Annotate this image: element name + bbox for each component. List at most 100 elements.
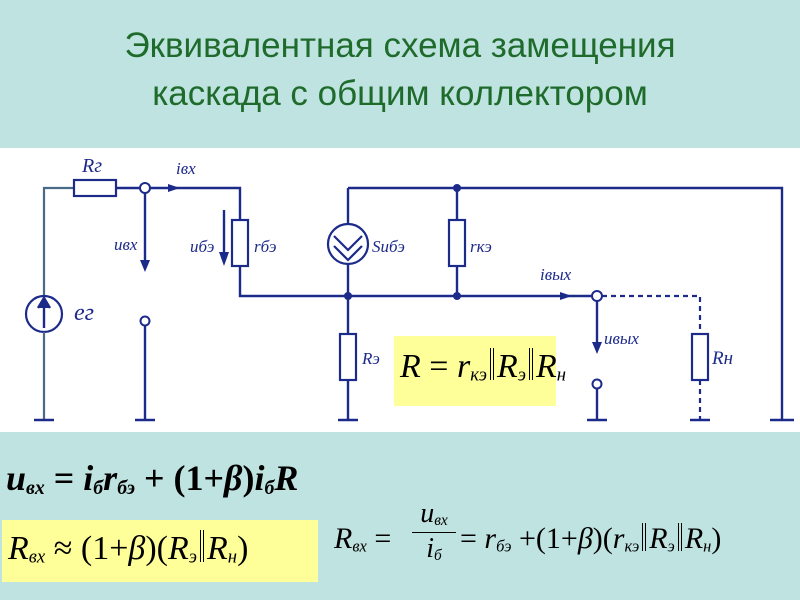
uvx-i1: i (83, 458, 94, 498)
rvx-a-close2: ) (237, 530, 249, 567)
label-ivyx: iвых (540, 265, 572, 284)
wire-source-top (42, 186, 74, 333)
input-terminal-top (139, 182, 151, 194)
uvx-u: u (6, 458, 27, 498)
r-re: R (496, 348, 518, 385)
rvx-f-r2: r (612, 522, 625, 555)
uvx-eq: = (53, 458, 75, 498)
rvx-f-R1-sub: э (667, 536, 675, 556)
label-re: Rэ (361, 349, 380, 368)
rvx-f-close1: )( (592, 522, 613, 555)
circuit-svg: Rг eг iвх uвх uбэ rбэ Suбэ rкэ iвых Rэ u… (24, 155, 794, 422)
uvx-i2: i (254, 458, 265, 498)
rvx-a-paren1: (1+ (80, 530, 129, 567)
rvx-a-approx: ≈ (53, 530, 73, 567)
output-terminal-top (591, 290, 603, 302)
uvx-close: ) (242, 458, 255, 498)
label-eg: eг (74, 300, 94, 326)
rvx-f-R-sub: вх (352, 536, 367, 556)
label-uvx: uвх (114, 235, 138, 254)
rvx-f-R2-sub: н (703, 536, 712, 556)
rvx-f-den-sub: б (434, 547, 442, 565)
sube-arrows (333, 235, 363, 262)
rvx-a-R1-sub: э (188, 546, 197, 568)
rvx-f-denominator: iб (412, 533, 456, 565)
rvx-f-eq1: = (374, 522, 392, 555)
rvx-f-numerator: uвх (412, 498, 456, 534)
parallel-bar (200, 530, 204, 563)
title-line-1: Эквивалентная схема замещения (124, 26, 676, 65)
ivx-arrow (168, 184, 180, 192)
rvx-f-R2: R (684, 522, 704, 555)
rvx-f-R: R (334, 522, 353, 555)
rn-resistor (690, 332, 710, 382)
r-rn-sub: н (556, 364, 567, 386)
rvx-a-R2: R (207, 530, 228, 567)
rvx-f-plus: + (518, 522, 536, 555)
ube-arrow-head (219, 252, 229, 266)
rvx-f-fraction: uвх iб (412, 498, 456, 565)
label-sube: Suбэ (372, 237, 405, 256)
re-resistor (338, 332, 358, 382)
rvx-a-beta: β (128, 530, 146, 567)
rvx-f-num: u (420, 498, 435, 529)
r-rke: r (456, 348, 471, 385)
uvx-beta: β (224, 458, 243, 498)
rvx-f-close2: ) (711, 522, 722, 555)
uvyx-arrow-head (592, 342, 602, 354)
label-ube: uбэ (190, 237, 214, 256)
parallel-bar (642, 522, 647, 551)
uvx-i2-sub: б (264, 476, 275, 499)
rvx-f-r-sub: бэ (496, 536, 512, 556)
uvx-R: R (274, 458, 299, 498)
rvx-a-R1: R (167, 530, 189, 567)
label-rbe: rбэ (254, 237, 276, 256)
ivyx-arrow (560, 292, 572, 300)
rvx-a-R-sub: вх (28, 546, 46, 568)
rbe-resistor (230, 218, 250, 268)
r-eq: = (429, 348, 449, 385)
label-rg: Rг (81, 155, 102, 177)
output-terminal-bottom (591, 378, 603, 390)
parallel-bar (528, 348, 533, 381)
rvx-f-R1: R (649, 522, 668, 555)
label-rn: Rн (711, 348, 733, 369)
uvx-paren: (1+ (173, 458, 225, 498)
input-terminal-bottom (139, 315, 151, 327)
node-rke-bottom (453, 292, 461, 300)
parallel-bar (489, 348, 494, 381)
rvx-a-close1: )( (145, 530, 168, 567)
rg-resistor (72, 178, 118, 198)
wire-rbe-emitter (238, 266, 348, 298)
label-rke: rкэ (470, 237, 492, 256)
uvx-plus: + (144, 458, 165, 498)
rvx-f-num-sub: вх (434, 512, 448, 530)
label-uvyx: uвых (604, 329, 639, 348)
rke-resistor (447, 218, 467, 268)
rvx-f-r: r (484, 522, 497, 555)
r-lhs: R (400, 348, 421, 385)
rvx-f-den: i (426, 533, 435, 565)
parallel-bar (677, 522, 682, 551)
label-ivx: iвх (176, 159, 196, 178)
formula-rvx-full: Rвх = (334, 522, 391, 556)
slide-title: Эквивалентная схема замещения каскада с … (0, 22, 800, 118)
title-line-2: каскада с общим коллектором (152, 74, 648, 113)
uvx-u-sub: вх (26, 476, 45, 499)
sube-current-source (326, 222, 370, 266)
rvx-f-eq2: = (460, 522, 477, 555)
r-re-sub: э (517, 364, 526, 386)
uvx-i1-sub: б (93, 476, 104, 499)
uvx-r-sub: бэ (117, 476, 136, 499)
rvx-f-beta: β (577, 522, 593, 555)
rvx-a-R2-sub: н (227, 546, 238, 568)
r-rke-sub: кэ (470, 364, 487, 386)
wire-top-rbe (150, 186, 242, 220)
uvx-arrow-head (140, 260, 150, 272)
r-rn: R (535, 348, 557, 385)
